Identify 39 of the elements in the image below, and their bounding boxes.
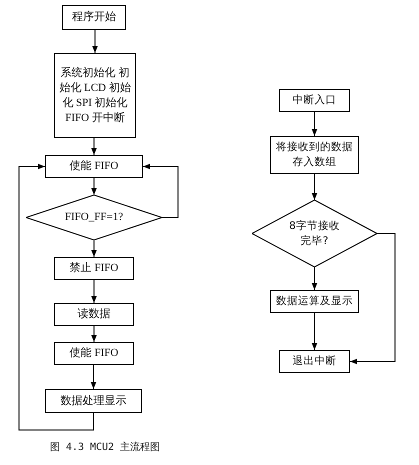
process-box [270,290,359,313]
process-box [54,303,134,326]
step-text: FIFO_FF=1? [64,210,124,225]
process-box [279,350,350,373]
arrow [312,112,318,136]
step-text: 中断入口 [292,93,336,108]
step-text: 退出中断 [292,354,336,369]
step-text: 禁止 FIFO [70,261,118,276]
arrow [91,138,97,156]
arrow [91,240,97,258]
process-box [279,89,350,112]
step-text: 程序开始 [72,10,116,25]
step-text: 使能 FIFO [70,346,118,361]
arrow [312,266,318,290]
arrow [91,280,97,304]
process-box [54,53,136,138]
step-text: 将接收到的数据存入数组 [276,140,354,170]
step-text: 系统初始化 初始化 LCD 初始化 SPI 初始化 FIFO 开中断 [59,66,131,126]
process-box [54,257,134,280]
arrow [92,30,98,54]
step-text: 使能 FIFO [70,159,118,174]
arrow [142,164,178,218]
arrow [91,178,97,196]
arrow [18,164,94,430]
step-text: 读数据 [78,307,110,322]
step-text: 数据运算及显示 [276,294,353,309]
arrow [312,174,318,200]
process-box [270,136,359,174]
step-text: 8字节接收完毕? [288,218,341,248]
arrow [312,312,318,350]
arrow [90,364,96,390]
process-box [45,155,143,178]
process-box [54,342,134,365]
figure-caption: 图 4.3 MCU2 主流程图 [48,440,162,454]
arrow [91,326,97,342]
step-text: 数据处理显示 [60,394,126,408]
process-box [45,389,142,413]
arrow [350,233,396,364]
process-box [62,5,126,30]
